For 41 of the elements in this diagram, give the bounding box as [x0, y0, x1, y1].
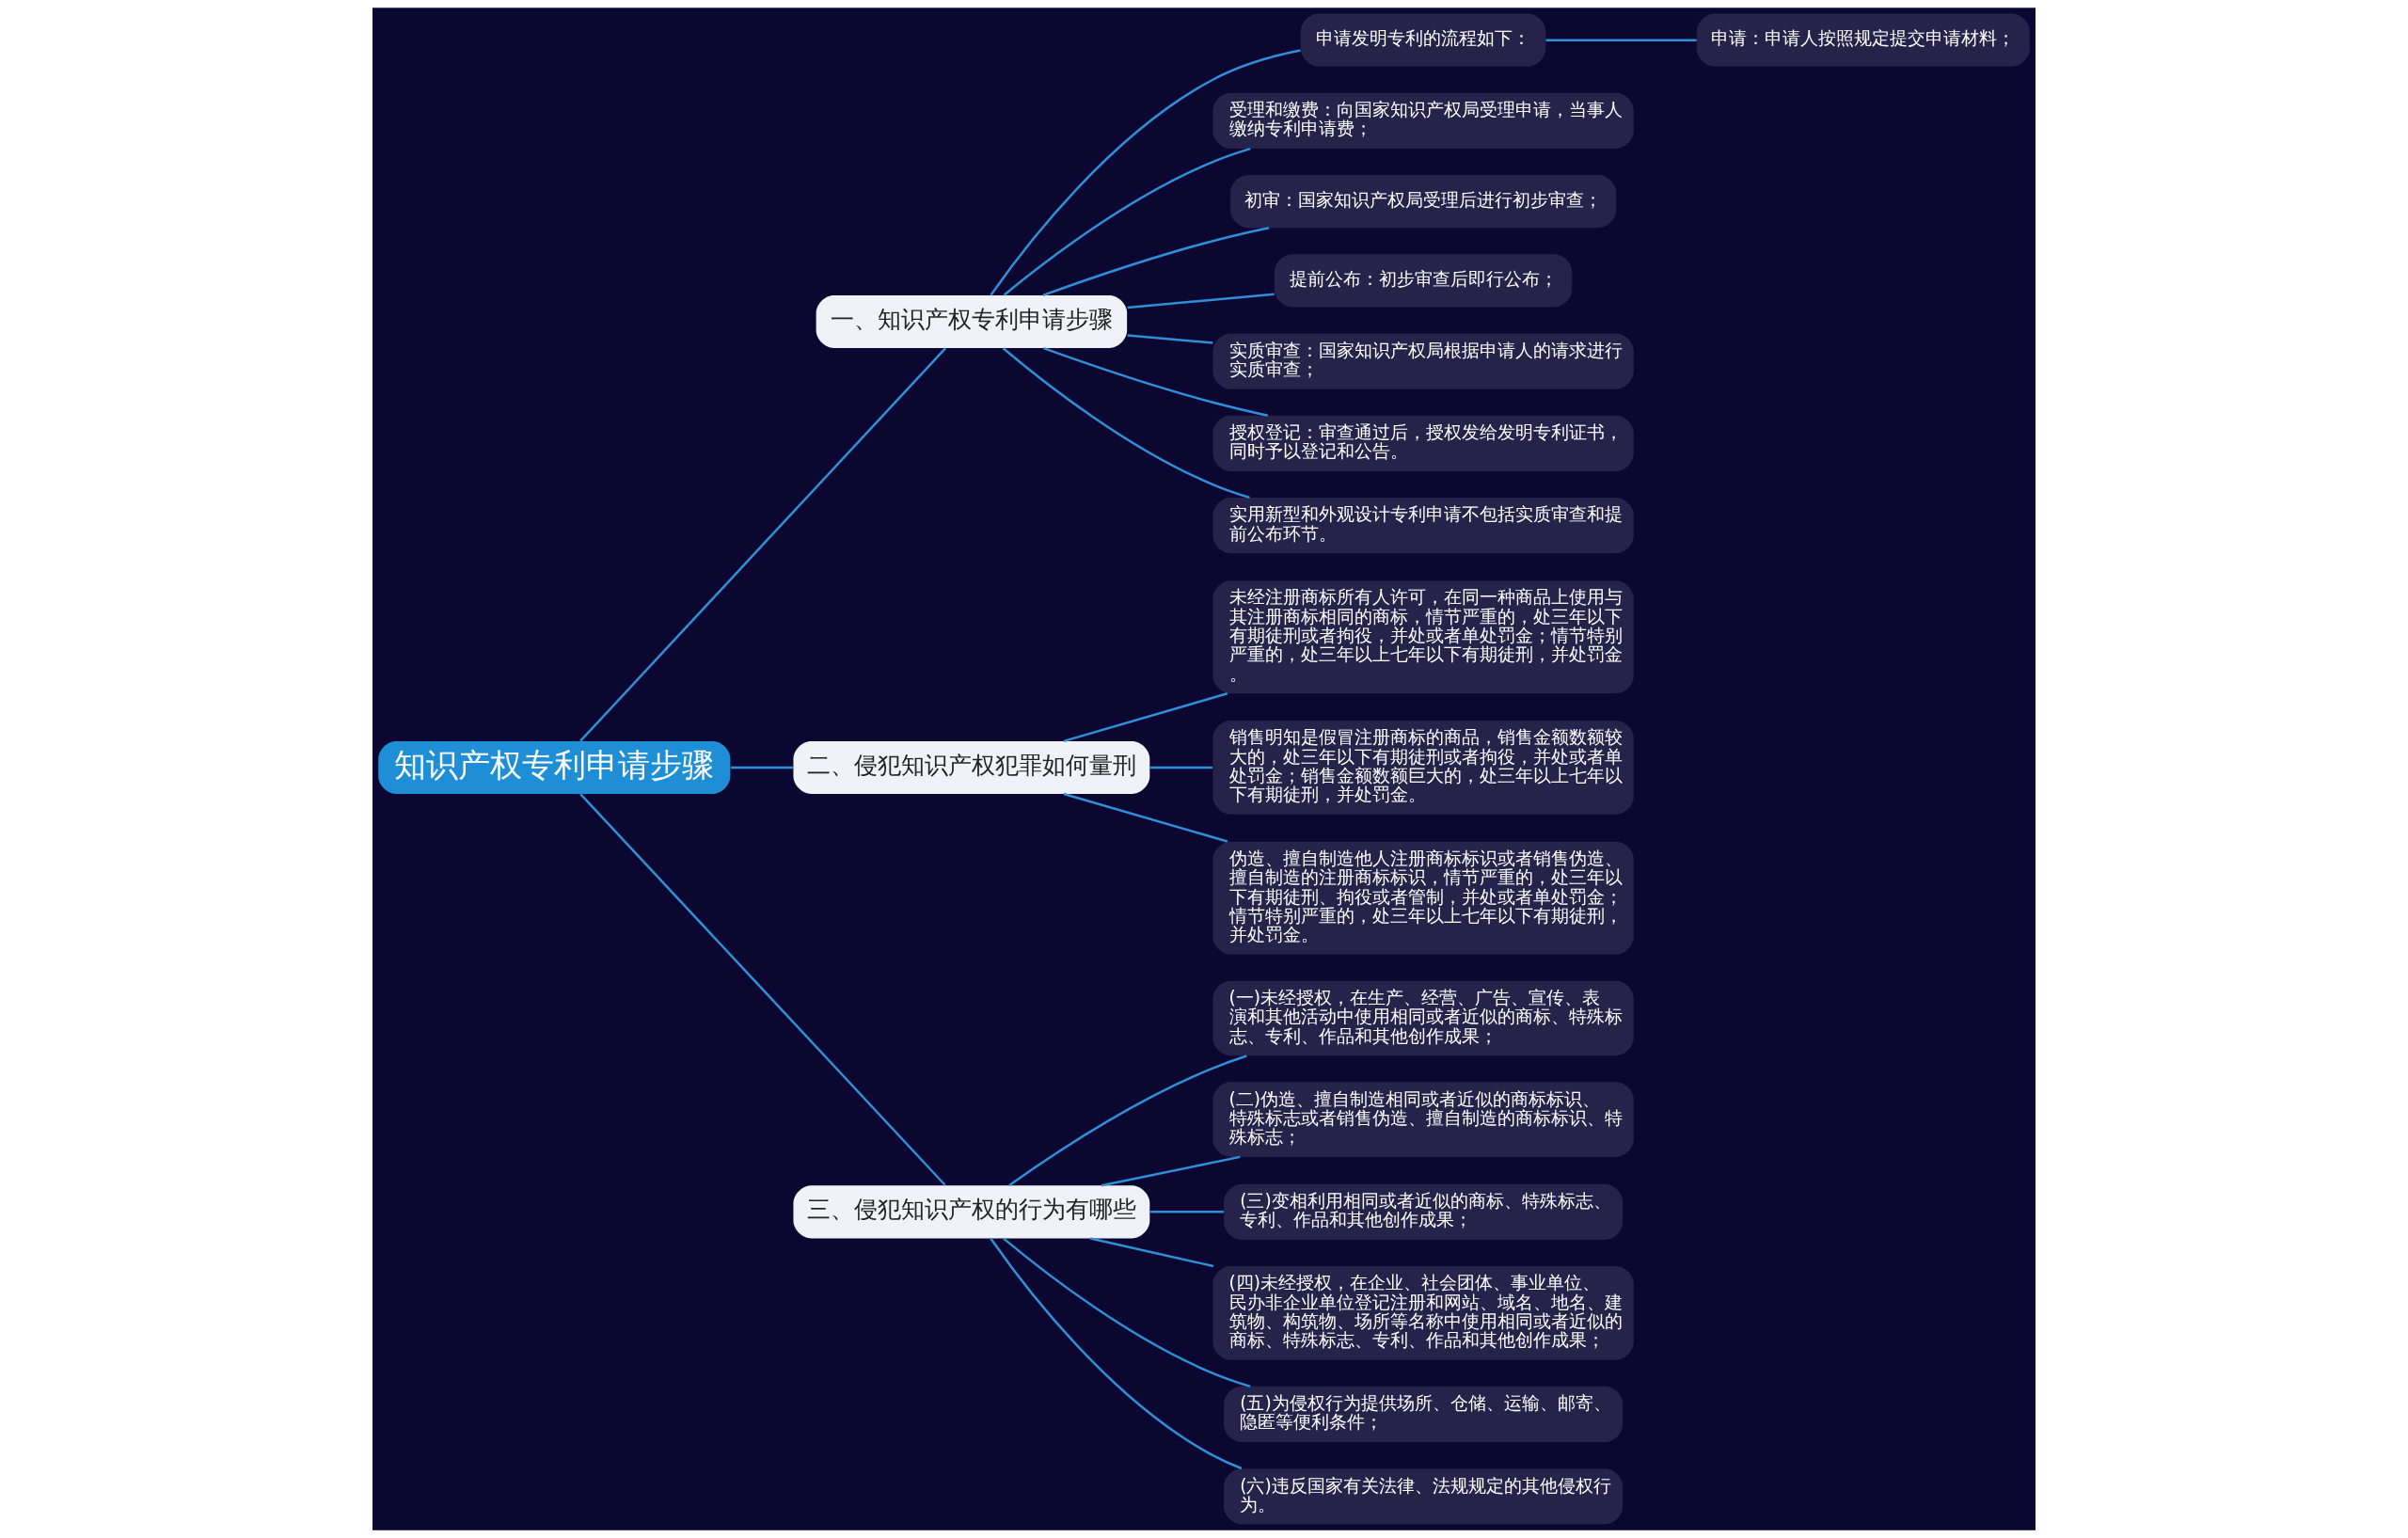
connector [1149, 1211, 1224, 1213]
node-box: (二)伪造、擅自制造相同或者近似的商标标识、特殊标志或者销售伪造、擅自制造的商标标识、特殊标志； [1212, 1082, 1634, 1157]
connector [990, 49, 1301, 296]
node-box: 知识产权专利申请步骤 [378, 740, 731, 794]
connector [1043, 346, 1269, 417]
connector [1149, 766, 1213, 769]
connector [1002, 347, 1250, 499]
connector [579, 347, 947, 742]
node-box: 申请发明专利的流程如下： [1300, 13, 1546, 67]
node-box: 提前公布：初步审查后即行公布； [1274, 254, 1573, 308]
connector [1008, 1054, 1247, 1187]
node-box: 三、侵犯知识产权的行为有哪些 [793, 1185, 1150, 1239]
connector [1545, 39, 1697, 41]
node-box: (三)变相利用相同或者近似的商标、特殊标志、专利、作品和其他创作成果； [1224, 1183, 1624, 1240]
node-box: (一)未经授权，在生产、经营、广告、宣传、表演和其他活动中使用相同或者近似的商标、特殊标志、专利、作品和其他创作成果； [1212, 980, 1634, 1056]
node-box: 销售明知是假冒注册商标的商品，销售金额数额较大的，处三年以下有期徒刑或者拘役，并处或者单处罚金；销售金额数额巨大的，处三年以上七年以下有期徒刑，并处罚金。 [1212, 721, 1634, 815]
connector [1127, 334, 1213, 344]
node-box: (六)违反国家有关法律、法规规定的其他侵权行为。 [1224, 1468, 1624, 1525]
connector [1063, 692, 1228, 743]
node-box: 授权登记：审查通过后，授权发给发明专利证书，同时予以登记和公告。 [1212, 415, 1634, 471]
node-box: 实质审查：国家知识产权局根据申请人的请求进行实质审查； [1212, 333, 1634, 389]
node-box: 伪造、擅自制造他人注册商标标识或者销售伪造、擅自制造的注册商标标识，情节严重的，处三年以下有期徒刑、拘役或者管制，并处或者单处罚金；情节特别严重的，处三年以上七年以下有期徒刑，并处罚金。 [1212, 841, 1634, 955]
connector [1003, 147, 1251, 296]
connector [1042, 227, 1270, 297]
connector [731, 766, 793, 769]
node-box: 初审：国家知识产权局受理后进行初步审查； [1230, 175, 1617, 229]
node-box: (四)未经授权，在企业、社会团体、事业单位、民办非企业单位登记注册和网站、域名、地名、建筑物、构筑物、场所等名称中使用相同或者近似的商标、特殊标志、专利、作品和其他创作成果； [1212, 1266, 1634, 1360]
node-box: 实用新型和外观设计专利申请不包括实质审查和提前公布环节。 [1212, 498, 1634, 554]
connector [1127, 293, 1275, 309]
node-box: (五)为侵权行为提供场所、仓储、运输、邮寄、隐匿等便利条件； [1224, 1386, 1624, 1443]
node-box: 受理和缴费：向国家知识产权局受理申请，当事人缴纳专利申请费； [1212, 92, 1634, 149]
connector [579, 793, 946, 1186]
connector [1101, 1155, 1241, 1187]
node-box: 二、侵犯知识产权犯罪如何量刑 [793, 740, 1150, 794]
connector [1089, 1237, 1214, 1268]
node-box: 申请：申请人按照规定提交申请材料； [1696, 13, 2030, 67]
connector [1003, 1237, 1251, 1388]
node-box: 未经注册商标所有人许可，在同一种商品上使用与其注册商标相同的商标，情节严重的，处三年以下有期徒刑或者拘役，并处或者单处罚金；情节特别严重的，处三年以上七年以下有期徒刑，并处罚金。 [1212, 580, 1634, 694]
connector [990, 1238, 1243, 1470]
node-box: 一、知识产权专利申请步骤 [816, 294, 1128, 349]
connector [1063, 792, 1228, 843]
